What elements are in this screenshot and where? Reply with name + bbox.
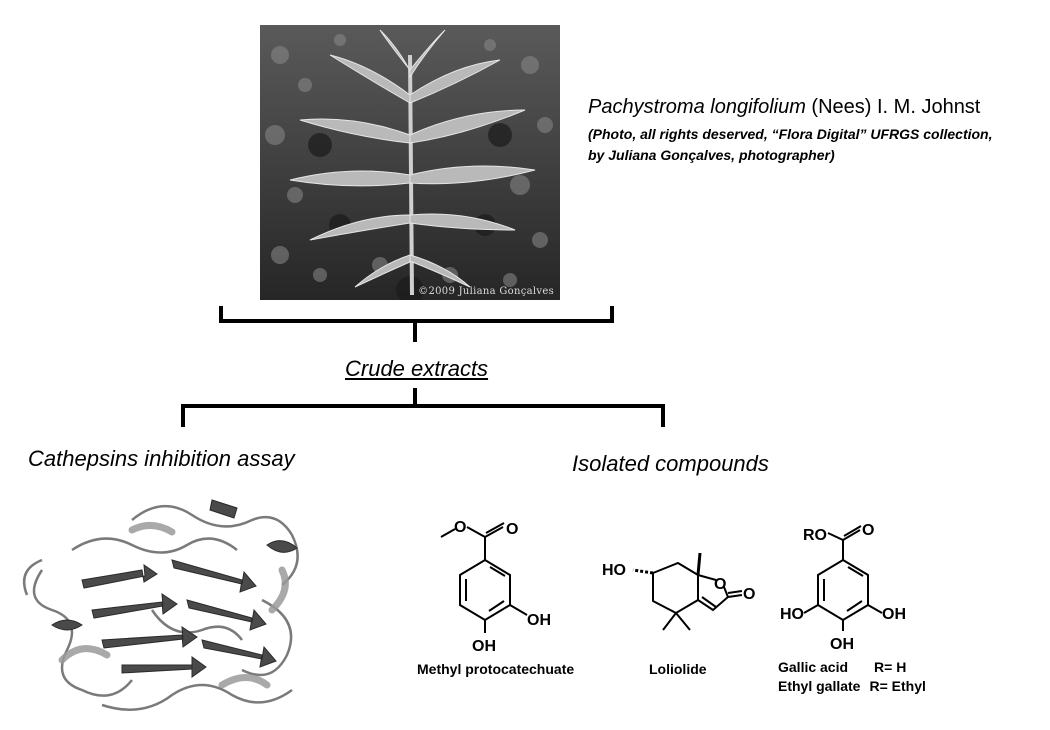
photo-bracket: [219, 306, 614, 323]
photo-watermark: ©2009 Juliana Gonçalves: [418, 286, 554, 297]
species-authority: (Nees) I. M. Johnst: [805, 96, 981, 118]
atom-label-ester-r: RO: [803, 527, 827, 544]
gallate-structure: RO O HO OH OH: [780, 522, 906, 653]
compound-label-loliolide: Loliolide: [649, 661, 707, 677]
compound-label-ethyl-gallate: Ethyl gallate: [778, 678, 861, 694]
atom-label-oxygen: O: [743, 586, 755, 603]
compound-label-gallic-acid: Gallic acid: [778, 659, 849, 675]
atom-label-oxygen: O: [714, 576, 726, 593]
atom-label-hydroxyl: OH: [472, 638, 496, 655]
protein-ribbon-drawing: [22, 499, 299, 711]
atom-label-hydroxyl-left: HO: [602, 562, 626, 579]
atom-label-oxygen: O: [862, 522, 874, 539]
plant-photo-drawing: [260, 25, 560, 300]
r-group-gallic-acid: R= H: [874, 659, 907, 675]
atom-label-hydroxyl: OH: [527, 612, 551, 629]
methyl-protocatechuate-structure: O O OH OH: [440, 519, 551, 655]
caption-line: (Photo, all rights deserved, “Flora Digi…: [588, 126, 993, 142]
species-scientific-name: Pachystroma longifolium: [588, 96, 806, 118]
caption-line: by Juliana Gonçalves, photographer): [588, 147, 835, 163]
isolated-compounds-label: Isolated compounds: [572, 451, 769, 476]
plant-photo: ©2009 Juliana Gonçalves: [260, 25, 560, 300]
compound-label-methyl-protocatechuate: Methyl protocatechuate: [417, 661, 575, 677]
cathepsin-protein-structure: [12, 490, 332, 720]
crude-extracts-label: Crude extracts: [345, 356, 489, 381]
loliolide-structure: HO O O: [602, 552, 755, 631]
atom-label-oxygen: O: [454, 519, 466, 536]
atom-label-hydroxyl: OH: [830, 636, 854, 653]
photo-caption: (Photo, all rights deserved, “Flora Digi…: [588, 124, 1043, 166]
r-group-ethyl-gallate: R= Ethyl: [869, 678, 926, 694]
compound-label-gallates: Gallic acid R= H Ethyl gallate R= Ethyl: [778, 658, 926, 696]
atom-label-hydroxyl: OH: [882, 606, 906, 623]
atom-label-oxygen: O: [506, 521, 518, 538]
atom-label-hydroxyl-left: HO: [780, 606, 804, 623]
species-name: Pachystroma longifolium (Nees) I. M. Joh…: [588, 96, 980, 119]
assay-label: Cathepsins inhibition assay: [28, 446, 295, 471]
